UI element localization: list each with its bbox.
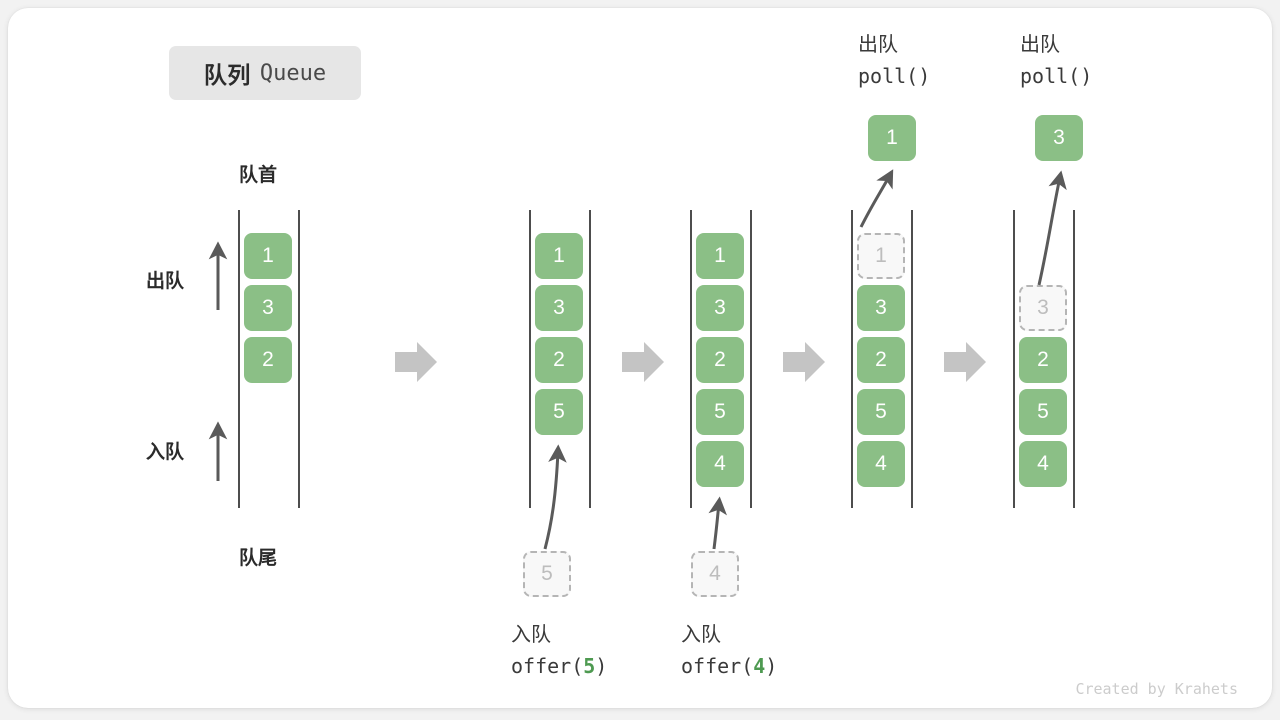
queue-cell: 2 xyxy=(696,337,744,383)
rail-left xyxy=(1013,210,1015,508)
queue-cell: 1 xyxy=(696,233,744,279)
queue-cell: 2 xyxy=(244,337,292,383)
caption-offer-5: 入队 offer(5) xyxy=(511,620,607,682)
rail-left xyxy=(238,210,240,508)
header-poll-1: 出队 poll() xyxy=(858,30,930,92)
footer-credit: Created by Krahets xyxy=(1075,680,1238,698)
title-chinese: 队列 xyxy=(203,62,251,88)
caption-chinese: 入队 xyxy=(511,624,551,646)
title-badge: 队列 Queue xyxy=(169,46,361,100)
popped-element-3: 3 xyxy=(1035,115,1083,161)
header-chinese: 出队 xyxy=(1020,34,1060,56)
rail-left xyxy=(529,210,531,508)
code-pre: offer( xyxy=(511,654,584,678)
queue-cell: 1 xyxy=(244,233,292,279)
pending-element-4: 4 xyxy=(691,551,739,597)
rail-left xyxy=(690,210,692,508)
code-pre: offer( xyxy=(681,654,754,678)
code-post: ) xyxy=(765,654,778,678)
header-chinese: 出队 xyxy=(858,34,898,56)
queue-cell: 4 xyxy=(696,441,744,487)
pending-element-5: 5 xyxy=(523,551,571,597)
header-poll-3: 出队 poll() xyxy=(1020,30,1092,92)
label-head: 队首 xyxy=(239,165,278,186)
queue-cell: 3 xyxy=(696,285,744,331)
queue-cell: 3 xyxy=(244,285,292,331)
caption-offer-4: 入队 offer(4) xyxy=(681,620,777,682)
queue-cell: 5 xyxy=(1019,389,1067,435)
rail-right xyxy=(298,210,300,508)
queue-cell: 5 xyxy=(696,389,744,435)
queue-cell: 5 xyxy=(535,389,583,435)
header-code: poll() xyxy=(1020,64,1093,88)
queue-cell: 3 xyxy=(535,285,583,331)
queue-cell: 4 xyxy=(857,441,905,487)
rail-right xyxy=(1073,210,1075,508)
queue-cell-removed: 1 xyxy=(857,233,905,279)
caption-code: offer(5) xyxy=(511,651,607,682)
rail-left xyxy=(851,210,853,508)
label-dequeue: 出队 xyxy=(146,271,185,292)
queue-cell: 3 xyxy=(857,285,905,331)
header-code: poll() xyxy=(858,64,931,88)
rail-right xyxy=(911,210,913,508)
code-number: 4 xyxy=(753,654,766,678)
queue-cell: 1 xyxy=(535,233,583,279)
queue-cell-removed: 3 xyxy=(1019,285,1067,331)
label-enqueue: 入队 xyxy=(146,442,185,463)
queue-cell: 2 xyxy=(535,337,583,383)
queue-cell: 4 xyxy=(1019,441,1067,487)
queue-cell: 5 xyxy=(857,389,905,435)
queue-cell: 2 xyxy=(1019,337,1067,383)
queue-cell: 2 xyxy=(857,337,905,383)
diagram-card xyxy=(8,8,1272,708)
code-post: ) xyxy=(595,654,608,678)
rail-right xyxy=(589,210,591,508)
popped-element-1: 1 xyxy=(868,115,916,161)
caption-chinese: 入队 xyxy=(681,624,721,646)
code-number: 5 xyxy=(583,654,596,678)
title-english: Queue xyxy=(259,60,327,86)
rail-right xyxy=(750,210,752,508)
label-tail: 队尾 xyxy=(239,548,278,569)
caption-code: offer(4) xyxy=(681,651,777,682)
